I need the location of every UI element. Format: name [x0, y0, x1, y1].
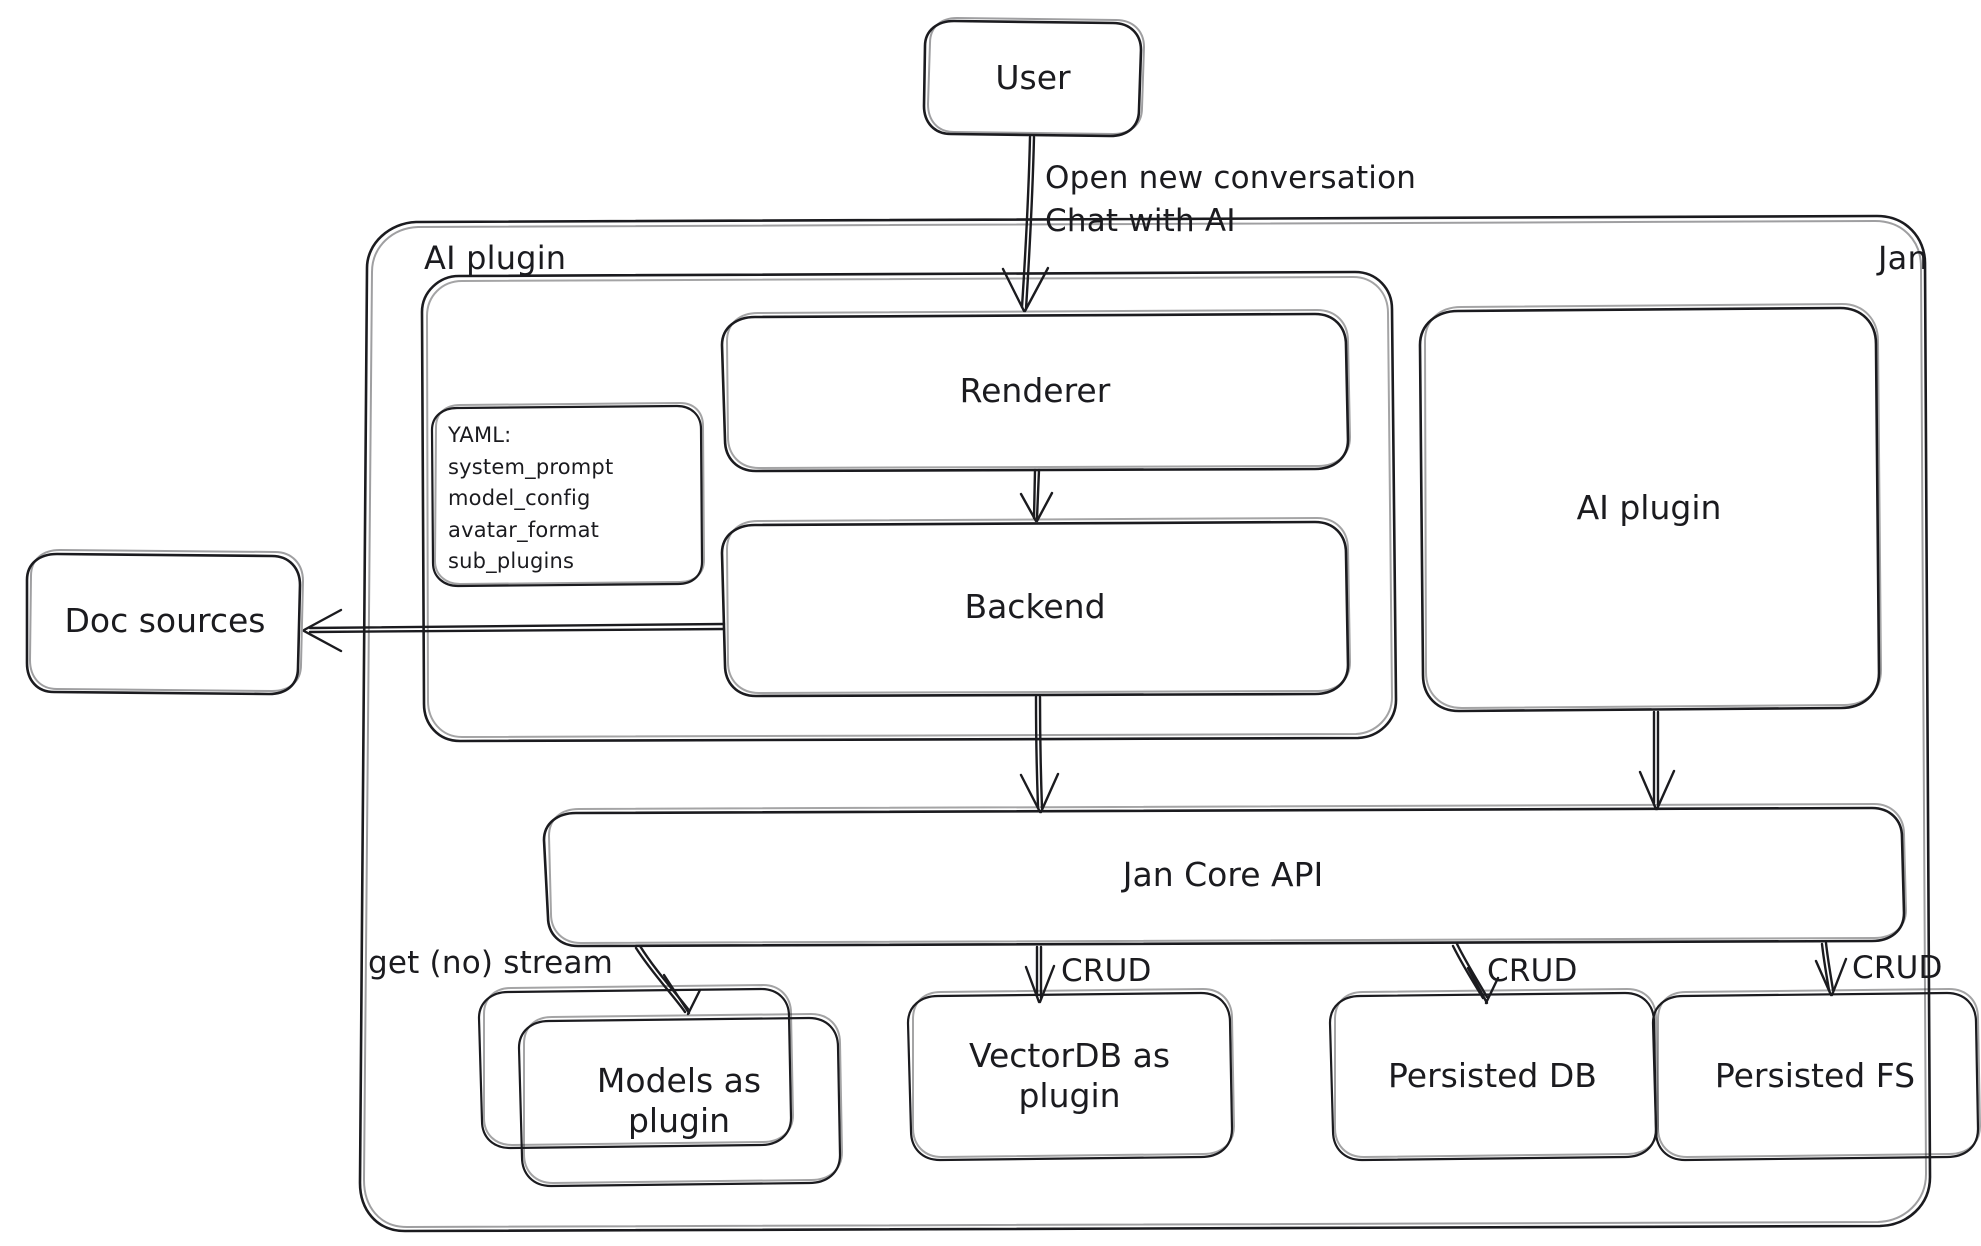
ai-plugin-group-label: AI plugin: [424, 239, 567, 277]
doc-sources-box-shape: [25, 549, 304, 696]
edge-label-crud-persisted-fs: CRUD: [1852, 950, 1943, 986]
ai-plugin-right-node-label: AI plugin: [1576, 488, 1722, 528]
user-node-label: User: [995, 58, 1071, 98]
arrow-backend-to-jan-core-api: [1019, 695, 1060, 814]
renderer-node[interactable]: Renderer: [722, 313, 1348, 469]
jan-core-api-box-shape: [542, 803, 1907, 948]
yaml-item-system-prompt: system_prompt: [448, 454, 614, 479]
edge-label-open-new-conversation: Open new conversation: [1045, 160, 1417, 196]
arrow-backend-to-doc-sources: [302, 608, 726, 653]
edge-label-get-no-stream: get (no) stream: [368, 945, 614, 981]
user-node[interactable]: User: [924, 21, 1142, 136]
edge-label-crud-persisted-db: CRUD: [1487, 953, 1578, 989]
vectordb-as-plugin-box-shape: [906, 988, 1235, 1162]
persisted-fs-box-shape: [1651, 988, 1981, 1162]
backend-node-label: Backend: [964, 587, 1106, 627]
yaml-card[interactable]: YAML: system_prompt model_config avatar_…: [448, 420, 698, 578]
arrow-user-to-renderer: [1001, 135, 1050, 313]
ai-plugin-right-node[interactable]: AI plugin: [1420, 307, 1878, 710]
models-as-plugin-back-box-shape: [477, 984, 794, 1150]
renderer-node-label: Renderer: [959, 370, 1111, 410]
ai-plugin-group-shape: [420, 270, 1398, 743]
jan-group-label: Jan: [1878, 239, 1928, 277]
user-box-shape: [922, 17, 1145, 138]
backend-node[interactable]: Backend: [722, 521, 1348, 694]
jan-core-api-node[interactable]: Jan Core API: [544, 808, 1902, 942]
yaml-card-header: YAML:: [448, 423, 512, 447]
models-as-plugin-front-box-shape: [517, 1013, 843, 1188]
yaml-item-avatar-format: avatar_format: [448, 517, 600, 542]
arrow-core-to-models: [634, 944, 702, 1016]
yaml-card-shape: [430, 402, 705, 588]
yaml-item-model-config: model_config: [448, 486, 591, 510]
renderer-box-shape: [720, 309, 1351, 473]
edge-label-chat-with-ai: Chat with AI: [1045, 203, 1236, 239]
vectordb-as-plugin-node[interactable]: VectorDB as plugin: [908, 993, 1231, 1159]
vectordb-as-plugin-node-label: VectorDB as plugin: [968, 1035, 1171, 1115]
arrow-ai-plugin-to-jan-core-api: [1638, 710, 1676, 811]
models-as-plugin-node[interactable]: Models as plugin: [519, 1017, 839, 1185]
persisted-db-node[interactable]: Persisted DB: [1330, 993, 1655, 1159]
backend-box-shape: [720, 517, 1351, 698]
persisted-fs-node[interactable]: Persisted FS: [1653, 993, 1977, 1159]
yaml-item-sub-plugins: sub_plugins: [448, 549, 575, 573]
edge-label-crud-vectordb: CRUD: [1061, 953, 1152, 989]
arrow-core-to-vectordb: [1024, 945, 1056, 1004]
arrow-renderer-to-backend: [1019, 468, 1054, 523]
doc-sources-node[interactable]: Doc sources: [27, 550, 303, 692]
jan-core-api-node-label: Jan Core API: [1122, 854, 1324, 894]
models-as-plugin-node-label: Models as plugin: [596, 1060, 762, 1140]
arrow-core-to-persisted-db: [1451, 942, 1500, 1005]
ai-plugin-right-box-shape: [1418, 303, 1882, 713]
persisted-db-node-label: Persisted DB: [1388, 1055, 1597, 1095]
arrow-core-to-persisted-fs: [1814, 941, 1848, 997]
persisted-fs-node-label: Persisted FS: [1714, 1055, 1916, 1095]
jan-container-shape: [358, 214, 1932, 1233]
doc-sources-node-label: Doc sources: [64, 600, 266, 640]
